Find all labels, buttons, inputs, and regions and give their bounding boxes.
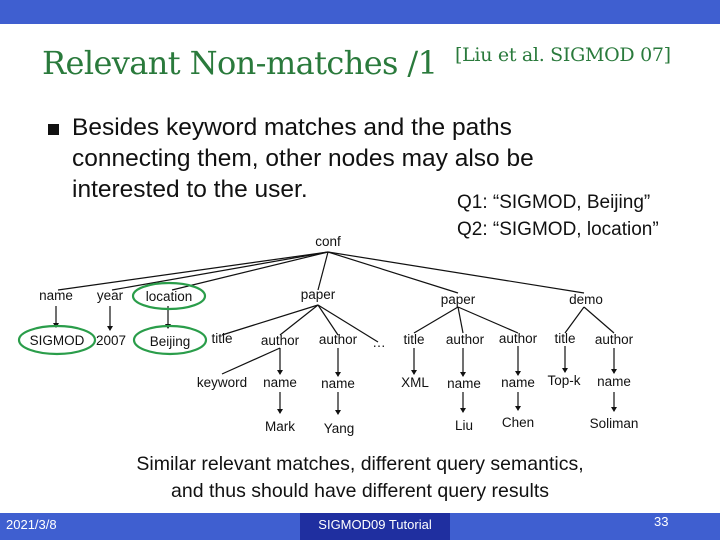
query-1: Q1: “SIGMOD, Beijing” (457, 192, 651, 213)
edge-arrowheads (53, 323, 617, 415)
footer-date: 2021/3/8 (6, 517, 57, 532)
query-2: Q2: “SIGMOD, location” (457, 219, 659, 240)
node-paper1-author1-name: name (263, 375, 297, 390)
node-yang: Yang (324, 421, 355, 436)
node-paper2-author2-name: name (501, 375, 535, 390)
node-paper2-author1-name: name (447, 376, 481, 391)
node-2007: 2007 (96, 333, 126, 348)
node-beijing: Beijing (150, 334, 191, 349)
bullet-square-icon (48, 124, 59, 135)
node-demo: demo (569, 292, 603, 307)
node-ellipsis: … (372, 335, 386, 350)
node-paper1-author-1: author (261, 333, 300, 348)
node-demo-author-name: name (597, 374, 631, 389)
node-paper2-title: title (403, 332, 424, 347)
beijing-highlight-ring (132, 324, 208, 356)
caption-line-2: and thus should have different query res… (171, 480, 549, 502)
node-keyword: keyword (197, 375, 247, 390)
slide-title: Relevant Non-matches /1 (42, 44, 438, 82)
top-bar (0, 0, 720, 24)
node-paper2-author-2: author (499, 331, 538, 346)
node-liu: Liu (455, 418, 473, 433)
node-paper1-author2-name: name (321, 376, 355, 391)
node-topk: Top-k (547, 373, 580, 388)
node-year: year (97, 288, 124, 303)
node-paper2-author-1: author (446, 332, 485, 347)
node-xml: XML (401, 375, 429, 390)
node-sigmod: SIGMOD (30, 333, 85, 348)
tree-edges (55, 251, 615, 414)
title-reference: [Liu et al. SIGMOD 07] (455, 44, 671, 66)
node-conf: conf (315, 234, 341, 249)
sigmod-highlight-ring (17, 324, 97, 356)
footer-conference: SIGMOD09 Tutorial (318, 517, 432, 532)
node-soliman: Soliman (590, 416, 639, 431)
node-demo-author: author (595, 332, 634, 347)
node-chen: Chen (502, 415, 534, 430)
node-name: name (39, 288, 73, 303)
page-number: 33 (654, 514, 669, 529)
node-paper-2: paper (441, 292, 476, 307)
node-paper1-author-2: author (319, 332, 358, 347)
node-paper-1: paper (301, 287, 336, 302)
node-mark: Mark (265, 419, 295, 434)
node-demo-title: title (554, 331, 575, 346)
bullet-text: Besides keyword matches and the paths co… (72, 114, 534, 203)
location-highlight-ring (131, 281, 207, 311)
node-paper1-title: title (211, 331, 232, 346)
node-location: location (146, 289, 193, 304)
caption-line-1: Similar relevant matches, different quer… (136, 453, 584, 475)
footer-center-block (300, 513, 450, 540)
